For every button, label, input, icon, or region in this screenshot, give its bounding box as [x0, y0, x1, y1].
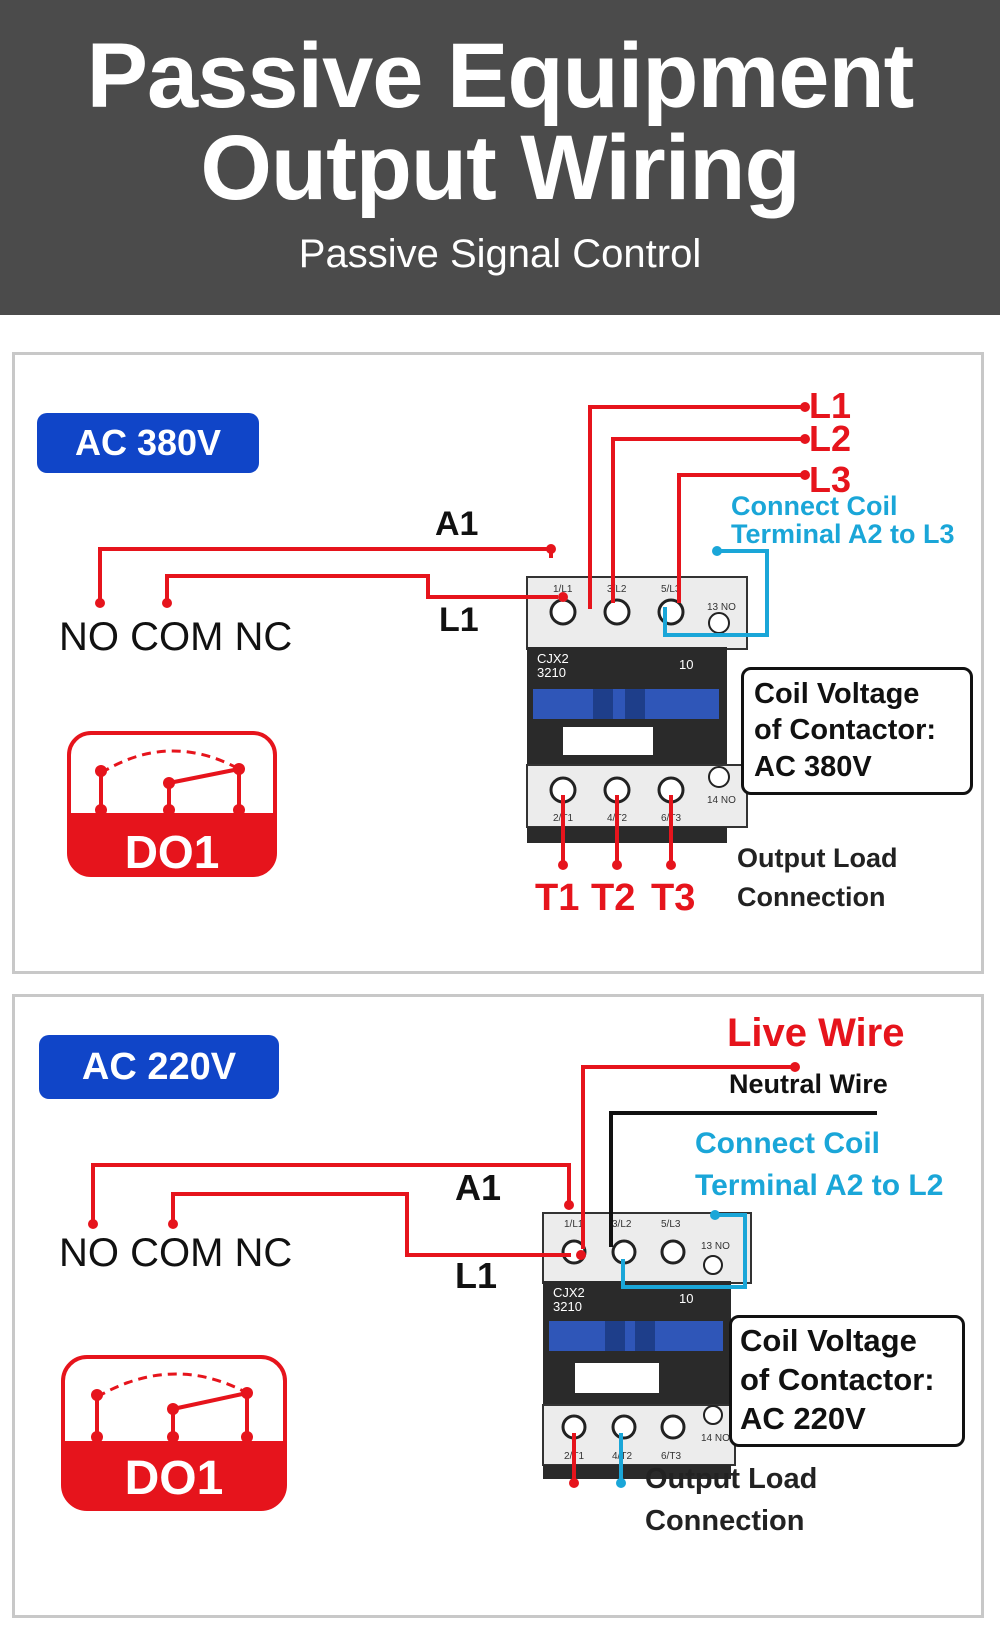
- model-line1: CJX2: [553, 1285, 585, 1300]
- connect-note-220-line1: Connect Coil: [695, 1127, 880, 1160]
- do1-label-220: DO1: [124, 1452, 224, 1505]
- term-bottom-3: 6/T3: [661, 1451, 681, 1462]
- wires-red-220: [91, 1065, 795, 1483]
- wire-neutral: [609, 1111, 877, 1247]
- coil-voltage-220-line3: AC 220V: [740, 1400, 866, 1436]
- relay-terminals-220: NO COM NC: [59, 1231, 293, 1275]
- output-load-220-line1: Output Load: [645, 1463, 818, 1495]
- wiring-diagram-220: 1/L1 3/L2 5/L3 13 NO 2/T1 4/T2 6/T3 14 N…: [61, 1062, 877, 1511]
- contactor-380: 1/L1 3/L2 5/L3 13 NO 2/T1 4/T2 6/T3 14 N…: [526, 576, 748, 843]
- coil-voltage-box-380: Coil Voltage of Contactor: AC 380V: [741, 667, 973, 795]
- l1-side-label-220: L1: [455, 1255, 498, 1296]
- contactor-220: 1/L1 3/L2 5/L3 13 NO 2/T1 4/T2 6/T3 14 N…: [542, 1212, 752, 1479]
- t2-label: T2: [591, 877, 636, 919]
- voltage-badge-380: AC 380V: [37, 413, 259, 473]
- t3-label: T3: [651, 877, 696, 919]
- page-subtitle: Passive Signal Control: [298, 232, 702, 276]
- page-title-line2: Output Wiring: [200, 117, 800, 219]
- output-load-380-line2: Connection: [737, 882, 886, 912]
- wires-red-380: [98, 405, 805, 865]
- wiring-diagram-380: 1/L1 3/L2 5/L3 13 NO 2/T1 4/T2 6/T3 14 N…: [67, 402, 810, 877]
- connect-note-380-line1: Connect Coil: [731, 491, 898, 521]
- coil-voltage-380-line3: AC 380V: [754, 750, 872, 783]
- term-bottom-4: 14 NO: [701, 1433, 730, 1444]
- coil-voltage-380-line2: of Contactor:: [754, 714, 937, 747]
- l1-side-label-380: L1: [439, 601, 479, 639]
- model-line2: 3210: [553, 1299, 582, 1314]
- term-top-2: 3/L2: [612, 1219, 632, 1230]
- model-code: 10: [679, 1291, 693, 1306]
- term-top-3: 5/L3: [661, 1219, 681, 1230]
- term-top-3: 5/L3: [661, 584, 681, 595]
- wire-line-l3: [677, 473, 805, 603]
- coil-voltage-220-line1: Coil Voltage: [740, 1323, 917, 1358]
- line-l1-label: L1: [809, 385, 852, 426]
- coil-voltage-box-220: Coil Voltage of Contactor: AC 220V: [729, 1315, 965, 1447]
- wire-com-to-l1: [165, 574, 558, 603]
- live-wire-label: Live Wire: [727, 1011, 905, 1055]
- wire-dots-380: [95, 402, 810, 870]
- neutral-wire-label: Neutral Wire: [729, 1069, 888, 1099]
- output-load-220-line2: Connection: [645, 1505, 805, 1537]
- panel-ac380: 1/L1 3/L2 5/L3 13 NO 2/T1 4/T2 6/T3 14 N…: [12, 352, 984, 974]
- header-banner: Passive Equipment Output Wiring Passive …: [0, 0, 1000, 315]
- a1-label-220: A1: [455, 1167, 502, 1208]
- wire-no-to-a1: [91, 1163, 571, 1224]
- line-l3-label: L3: [809, 459, 852, 500]
- model-line2: 3210: [537, 665, 566, 680]
- connect-note-220-line2: Terminal A2 to L2: [695, 1169, 944, 1202]
- wire-line-l1: [588, 405, 805, 609]
- wire-line-l2: [611, 437, 805, 603]
- coil-voltage-220-line2: of Contactor:: [740, 1361, 935, 1397]
- do1-label-380: DO1: [124, 826, 220, 878]
- wire-live: [581, 1065, 795, 1249]
- panel-ac220: 1/L1 3/L2 5/L3 13 NO 2/T1 4/T2 6/T3 14 N…: [12, 994, 984, 1618]
- output-load-380-line1: Output Load: [737, 843, 898, 873]
- term-top-4: 13 NO: [707, 602, 736, 613]
- do1-relay-symbol-220: [61, 1355, 287, 1511]
- wire-a2-to-l2: [621, 1213, 747, 1289]
- term-top-1: 1/L1: [564, 1219, 584, 1230]
- term-top-4: 13 NO: [701, 1241, 730, 1252]
- page-title-line1: Passive Equipment: [86, 25, 915, 127]
- relay-terminals-380: NO COM NC: [59, 615, 293, 659]
- wire-com-to-l1: [171, 1192, 571, 1257]
- connect-note-380-line2: Terminal A2 to L3: [731, 519, 955, 549]
- voltage-badge-220: AC 220V: [39, 1035, 279, 1099]
- coil-voltage-380-line1: Coil Voltage: [754, 678, 920, 710]
- wire-dot-a2: [712, 546, 722, 556]
- model-line1: CJX2: [537, 651, 569, 666]
- t1-label: T1: [535, 877, 580, 919]
- do1-relay-symbol-380: [67, 731, 277, 877]
- a1-label-380: A1: [435, 505, 479, 543]
- wire-a2-to-l3: [663, 549, 769, 637]
- term-top-2: 3/L2: [607, 584, 627, 595]
- wire-dots-220: [88, 1062, 800, 1488]
- term-bottom-4: 14 NO: [707, 795, 736, 806]
- wire-dot-t2: [616, 1478, 626, 1488]
- term-top-1: 1/L1: [553, 584, 573, 595]
- model-code: 10: [679, 657, 693, 672]
- line-l2-label: L2: [809, 418, 852, 459]
- wire-dot-a2: [710, 1210, 720, 1220]
